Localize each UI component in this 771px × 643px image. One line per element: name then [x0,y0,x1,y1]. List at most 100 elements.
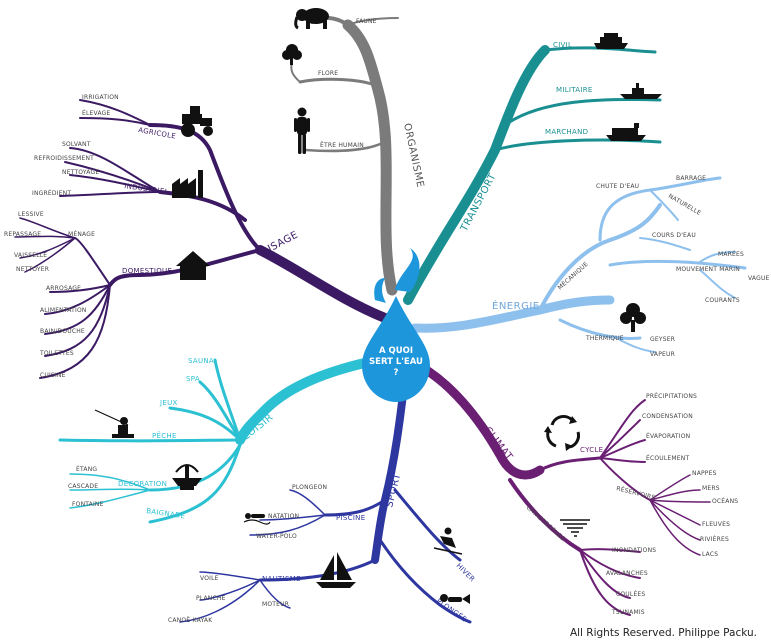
label-nettoyer: NETTOYER [16,266,49,273]
label-inondations: INONDATIONS [612,547,656,554]
ship-cargo-icon [606,123,646,141]
branch-transport [403,45,662,305]
label-marees: MARÉES [718,250,744,258]
title-energie: ÉNERGIE [492,299,540,312]
label-etang: ÉTANG [76,465,97,473]
title-usage: USAGE [262,230,300,257]
cycle-arrowheads-icon [544,416,577,451]
label-condensation: CONDENSATION [642,413,693,420]
label-peche: PÊCHE [152,431,177,440]
tornado-icon [560,519,590,537]
label-tsunamis: TSUNAMIS [611,609,645,616]
label-plongeon: PLONGEON [292,484,327,491]
label-nappes: NAPPES [692,470,717,477]
label-cours: COURS D'EAU [652,232,696,239]
house-icon [176,251,210,280]
label-cascade: CASCADE [68,483,98,490]
label-catastrophes: CATASTROPHES [525,504,567,542]
label-cycle: CYCLE [580,446,603,454]
label-vapeur: VAPEUR [650,351,675,358]
swimmer-icon [243,513,271,525]
tree-geyser-icon [620,303,646,332]
label-avalanches: AVALANCHES [606,570,648,577]
branch-climat [407,357,711,616]
label-agricole: AGRICOLE [138,126,177,141]
label-nautisme: NAUTISME [262,575,301,583]
label-moteur: MOTEUR [262,601,289,608]
label-geyser: GEYSER [650,336,675,343]
label-arrosage: ARROSAGE [46,285,81,292]
title-organisme: ORGANISME [401,122,425,188]
label-chute: CHUTE D'EAU [596,183,639,190]
center-line-1: A QUOI [379,346,413,356]
label-canoe: CANOË-KAYAK [168,617,213,624]
label-voile: VOILE [200,575,219,582]
label-marchand: MARCHAND [545,128,588,136]
label-barrage: BARRAGE [676,175,706,182]
center-line-3: ? [394,368,399,378]
label-lessive: LESSIVE [18,211,44,218]
label-solvant: SOLVANT [62,141,91,148]
label-domestique: DOMESTIQUE [122,267,172,275]
center-drop [362,248,430,402]
label-ingredient: INGRÉDIENT [32,189,71,197]
label-jeux: JEUX [159,399,178,407]
label-reservoirs: RÉSERVOIRS [616,484,657,501]
label-militaire: MILITAIRE [556,86,593,94]
label-irrigation: IRRIGATION [82,94,119,101]
label-coulees: COULÉES [616,590,645,598]
label-lacs: LACS [702,551,718,558]
center-line-2: SERT L'EAU [369,357,423,367]
label-civil: CIVIL [553,41,572,49]
label-courants: COURANTS [705,297,740,304]
factory-icon [172,170,203,198]
ship-military-icon [620,83,662,99]
label-mouvement: MOUVEMENT MARIN [676,266,740,273]
tractor-icon [181,106,213,137]
human-icon [294,107,310,154]
ship-civil-icon [594,33,628,49]
label-etre-humain: ÊTRE HUMAIN [320,141,364,149]
label-faune: FAUNE [356,18,377,25]
label-evaporation: ÉVAPORATION [646,432,690,440]
label-nettoyage: NETTOYAGE [62,169,99,176]
label-sauna: SAUNA [188,357,214,365]
branch-organisme [290,15,399,296]
label-hiver: HIVER [455,562,477,584]
label-oceans: OCÉANS [712,497,738,505]
label-planche: PLANCHE [196,595,226,602]
label-spa: SPA [186,375,200,383]
skier-icon [433,527,463,555]
label-mers: MERS [702,485,720,492]
label-menage: MÉNAGE [68,230,95,238]
label-fleuves: FLEUVES [702,521,730,528]
label-fontaine: FONTAINE [72,501,104,508]
branch-loisir [58,355,383,524]
label-vaisselle: VAISSELLE [14,252,47,259]
label-bain: BAIN/DOUCHE [40,328,85,335]
fisherman-icon [94,409,134,438]
sailboat-icon [316,552,356,588]
label-piscine: PISCINE [336,514,365,522]
label-rivieres: RIVIÈRES [700,535,729,543]
label-repassage: REPASSAGE [4,231,41,238]
label-flore: FLORE [318,70,338,77]
branch-usage [14,99,390,379]
label-alimentation: ALIMENTATION [40,307,87,314]
label-precipitations: PRÉCIPITATIONS [646,392,697,400]
label-vague: VAGUE [748,275,770,282]
label-thermique: THERMIQUE [585,335,624,342]
copyright-credit: All Rights Reserved. Philippe Packu. [569,627,757,639]
diver-icon [440,594,470,604]
tree-icon [282,44,302,65]
fountain-icon [172,464,202,490]
label-industriel: INDUSTRIEL [124,182,169,196]
label-toilettes: TOILETTES [39,350,74,357]
label-cuisine: CUISINE [40,372,66,379]
elephant-icon [294,8,329,30]
label-ecoulement: ÉCOULEMENT [646,454,689,462]
label-waterpolo: WATER-POLO [256,533,297,540]
label-decoration: DÉCORATION [118,479,167,488]
label-refroidissement: REFROIDISSEMENT [34,155,94,162]
